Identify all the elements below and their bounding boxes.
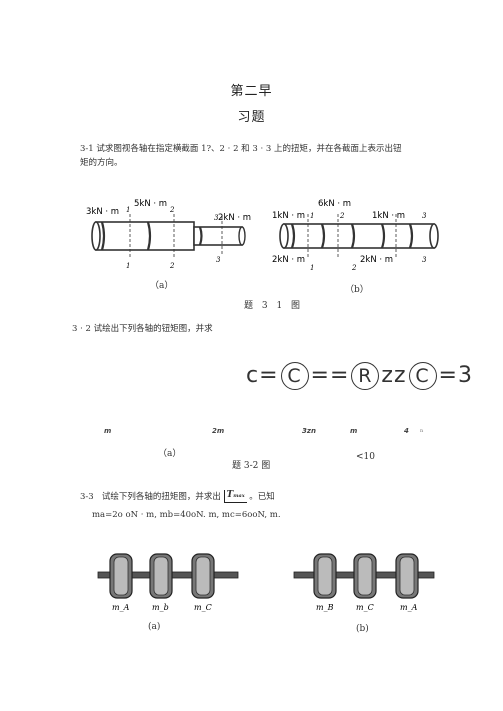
figure-3-3a-label: (a) bbox=[148, 622, 161, 632]
pulley-c bbox=[353, 553, 377, 599]
figure-3-3b-label: (b) bbox=[356, 624, 369, 634]
pulley-a bbox=[395, 553, 419, 599]
circle-symbol: R bbox=[351, 362, 380, 390]
problem-3-3-line: 3-3 试绘下列各轴的扭矩图，并求出 Tmax 。已知 bbox=[80, 490, 275, 503]
svg-text:1kN · m: 1kN · m bbox=[272, 211, 305, 221]
svg-text:3: 3 bbox=[214, 214, 219, 222]
figure-3-2-caption: 题 3-2 图 bbox=[232, 461, 271, 471]
svg-text:1kN · m: 1kN · m bbox=[372, 211, 405, 221]
svg-text:2kN · m: 2kN · m bbox=[360, 255, 393, 265]
svg-text:m_B: m_B bbox=[316, 603, 334, 612]
figure-3-3b: m_B m_C m_A bbox=[293, 553, 435, 612]
load-a-3: 2kN · m bbox=[218, 213, 251, 223]
pulley-b bbox=[313, 553, 337, 599]
pulley-c bbox=[191, 553, 215, 599]
svg-text:2kN · m: 2kN · m bbox=[272, 255, 305, 265]
circle-symbol: C bbox=[280, 362, 309, 390]
svg-text:m_C: m_C bbox=[194, 603, 212, 612]
figure-3-2b-label: <10 bbox=[356, 452, 375, 462]
figure-3-1a-label: （a） bbox=[150, 281, 174, 291]
svg-text:m_A: m_A bbox=[400, 603, 418, 612]
problem-3-3-given: ma=2o oN · m, mb=40oN. m, mc=6ooN, m. bbox=[92, 510, 281, 520]
svg-text:m_C: m_C bbox=[356, 603, 374, 612]
problem-3-1-line2: 矩的方向。 bbox=[80, 158, 123, 168]
load-a-2: 5kN · m bbox=[134, 199, 167, 209]
svg-text:6kN · m: 6kN · m bbox=[318, 199, 351, 209]
figure-3-2a-label: （a） bbox=[158, 449, 182, 459]
pulley-a bbox=[109, 553, 133, 599]
svg-text:3: 3 bbox=[216, 256, 221, 264]
svg-text:1: 1 bbox=[310, 212, 314, 220]
svg-text:1: 1 bbox=[126, 262, 130, 270]
load-a-1: 3kN · m bbox=[86, 207, 119, 217]
svg-text:2: 2 bbox=[339, 212, 345, 220]
shaft-b bbox=[283, 223, 435, 249]
svg-text:m_A: m_A bbox=[112, 603, 130, 612]
circle-symbol: C bbox=[408, 362, 437, 390]
figure-3-1b-label: （b） bbox=[345, 285, 369, 295]
problem-3-2-text: 3 · 2 试绘出下列各轴的钮矩图，并求 bbox=[72, 324, 213, 334]
chapter-title: 第二早 bbox=[230, 84, 273, 99]
svg-text:3: 3 bbox=[422, 256, 427, 264]
svg-text:1: 1 bbox=[310, 264, 314, 272]
svg-text:2: 2 bbox=[169, 206, 175, 214]
svg-text:1: 1 bbox=[126, 206, 130, 214]
figure-3-1-caption: 题 3 1 图 bbox=[244, 301, 304, 311]
svg-text:2: 2 bbox=[169, 262, 175, 270]
figure-3-1b: 6kN · m 1kN · m 1kN · m 2kN · m 2kN · m … bbox=[272, 199, 439, 272]
shaft-large-segment bbox=[95, 221, 195, 251]
figure-3-1a: 3kN · m 5kN · m 2kN · m 1 2 3 1 2 3 bbox=[86, 199, 251, 270]
t-max-symbol: Tmax bbox=[223, 490, 247, 503]
pulley-b bbox=[149, 553, 173, 599]
figure-3-3a: m_A m_b m_C bbox=[97, 553, 239, 612]
section-title: 习题 bbox=[237, 110, 266, 125]
svg-text:m_b: m_b bbox=[152, 603, 169, 612]
problem-3-1-line1: 3-1 试求图视各轴在指定横截面 1?、2 · 2 和 3 · 3 上的扭矩，并… bbox=[80, 144, 402, 154]
svg-text:3: 3 bbox=[422, 212, 427, 220]
svg-text:2: 2 bbox=[351, 264, 357, 272]
